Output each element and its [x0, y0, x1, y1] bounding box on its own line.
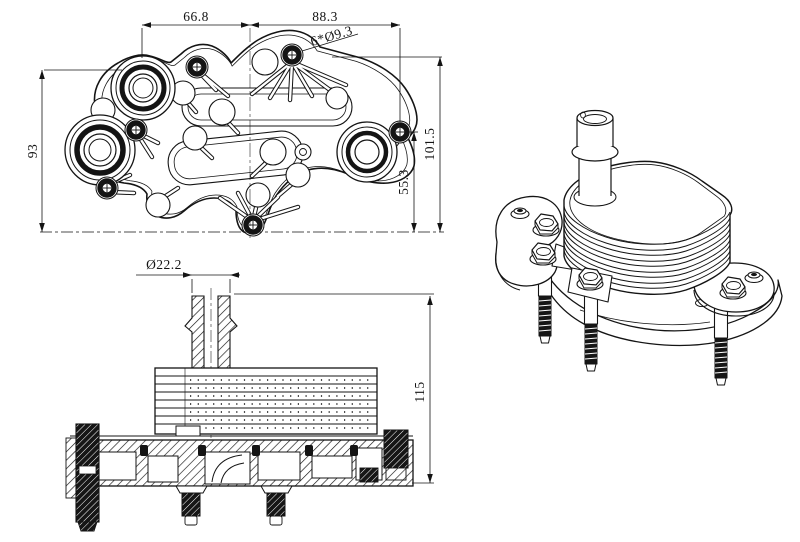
- iso-stud-right: [713, 307, 729, 386]
- seal-boss-right: [336, 121, 398, 183]
- dim-width-left: 66.8: [183, 9, 209, 24]
- left-stud-section: [65, 423, 100, 532]
- dim-height-left: 93: [25, 144, 40, 159]
- dim-pipe-diameter: Ø22.2: [146, 257, 182, 272]
- section-view-dimensions: [136, 274, 434, 484]
- ribs: [104, 59, 402, 224]
- iso-left-pad: [494, 195, 563, 287]
- section-view-drawing: Ø22.2 115: [65, 257, 434, 532]
- dim-height-right-outer: 101.5: [422, 128, 437, 161]
- iso-stud-center: [583, 293, 599, 372]
- iso-fin-lines: [563, 205, 731, 289]
- bottom-studs-section: [175, 485, 293, 526]
- right-bolt-section: [383, 429, 409, 481]
- seal-boss-top-left: [110, 55, 176, 121]
- small-bosses: [90, 48, 349, 218]
- pilot-boss: [294, 143, 312, 161]
- pipe-wall-left: [184, 295, 205, 371]
- top-view-drawing: 66.8 88.3 6*Ø9.3 93 101.5 55.3: [25, 9, 444, 238]
- dim-height-right-inner: 55.3: [396, 169, 411, 195]
- iso-view-drawing: [494, 109, 783, 386]
- fin-stack-section: [154, 367, 378, 435]
- seal-boss-left: [64, 114, 136, 186]
- iso-inlet-pipe: [571, 109, 619, 207]
- pipe-wall-right: [217, 295, 238, 371]
- top-view-dimensions: [40, 24, 444, 238]
- dim-width-right: 88.3: [312, 9, 338, 24]
- oil-channel-upper: [181, 87, 353, 127]
- dim-holes-callout: 6*Ø9.3: [309, 23, 355, 49]
- dim-overall-height: 115: [412, 381, 427, 402]
- base-flange-section: [69, 425, 414, 487]
